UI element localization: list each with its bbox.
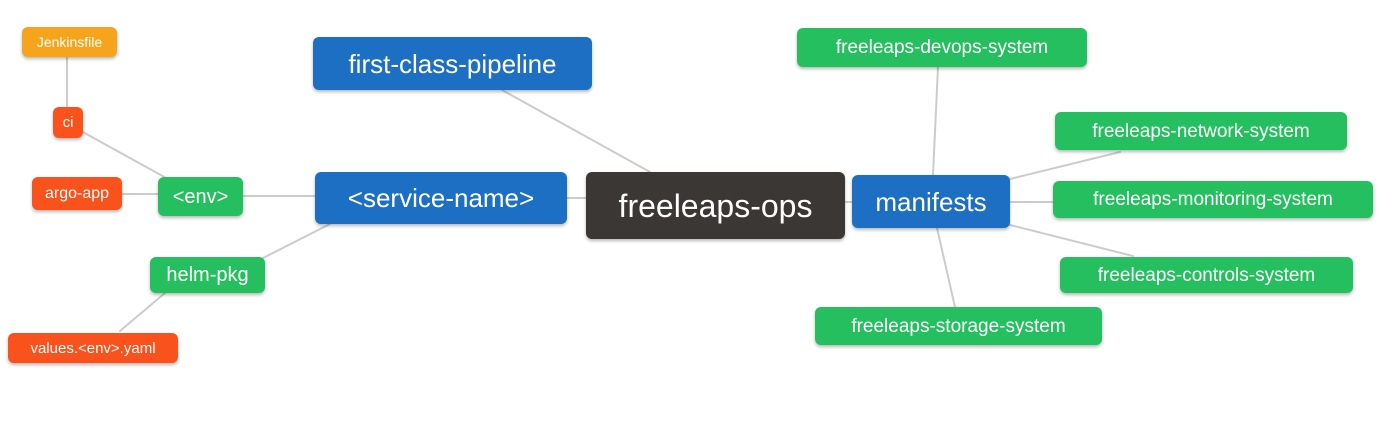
node-freeleaps-network-system[interactable]: freeleaps-network-system: [1055, 112, 1347, 150]
edge-manifests-to-freeleaps-controls-system: [1009, 224, 1134, 257]
node-label: freeleaps-controls-system: [1097, 264, 1316, 286]
node-label: Jenkinsfile: [36, 34, 103, 50]
node-first-class-pipeline[interactable]: first-class-pipeline: [313, 37, 592, 90]
edge-ci-to-env: [80, 130, 169, 180]
node-service-name[interactable]: <service-name>: [315, 172, 567, 224]
node-label: manifests: [875, 186, 987, 217]
node-freeleaps-controls-system[interactable]: freeleaps-controls-system: [1060, 257, 1353, 293]
node-manifests[interactable]: manifests: [852, 175, 1010, 228]
node-jenkinsfile[interactable]: Jenkinsfile: [22, 27, 117, 57]
node-label: values.<env>.yaml: [30, 339, 156, 357]
edge-service-name-to-helm-pkg: [262, 223, 331, 259]
node-label: argo-app: [44, 184, 110, 202]
node-env[interactable]: <env>: [158, 177, 243, 216]
node-ci[interactable]: ci: [53, 107, 83, 138]
node-label: freeleaps-storage-system: [851, 315, 1066, 337]
node-label: helm-pkg: [166, 264, 249, 286]
node-values-env-yaml[interactable]: values.<env>.yaml: [8, 333, 178, 363]
node-label: freeleaps-network-system: [1092, 120, 1310, 142]
node-freeleaps-storage-system[interactable]: freeleaps-storage-system: [815, 307, 1102, 345]
node-freeleaps-devops-system[interactable]: freeleaps-devops-system: [797, 28, 1087, 67]
edge-helm-pkg-to-values-env-yaml: [119, 292, 166, 332]
node-label: <env>: [172, 185, 229, 208]
node-label: <service-name>: [347, 183, 535, 213]
node-argo-app[interactable]: argo-app: [32, 177, 122, 210]
edge-manifests-to-freeleaps-storage-system: [936, 227, 956, 308]
edge-manifests-to-freeleaps-devops-system: [932, 66, 939, 176]
node-helm-pkg[interactable]: helm-pkg: [150, 257, 265, 293]
node-freeleaps-ops[interactable]: freeleaps-ops: [586, 172, 845, 239]
node-label: first-class-pipeline: [348, 48, 557, 79]
node-label: freeleaps-devops-system: [835, 37, 1049, 58]
node-label: freeleaps-monitoring-system: [1093, 189, 1333, 210]
edge-manifests-to-freeleaps-network-system: [1009, 151, 1121, 180]
node-freeleaps-monitoring-system[interactable]: freeleaps-monitoring-system: [1053, 181, 1373, 218]
edge-first-class-pipeline-to-freeleaps-ops: [501, 89, 651, 173]
node-label: ci: [62, 114, 74, 131]
node-label: freeleaps-ops: [618, 187, 813, 224]
